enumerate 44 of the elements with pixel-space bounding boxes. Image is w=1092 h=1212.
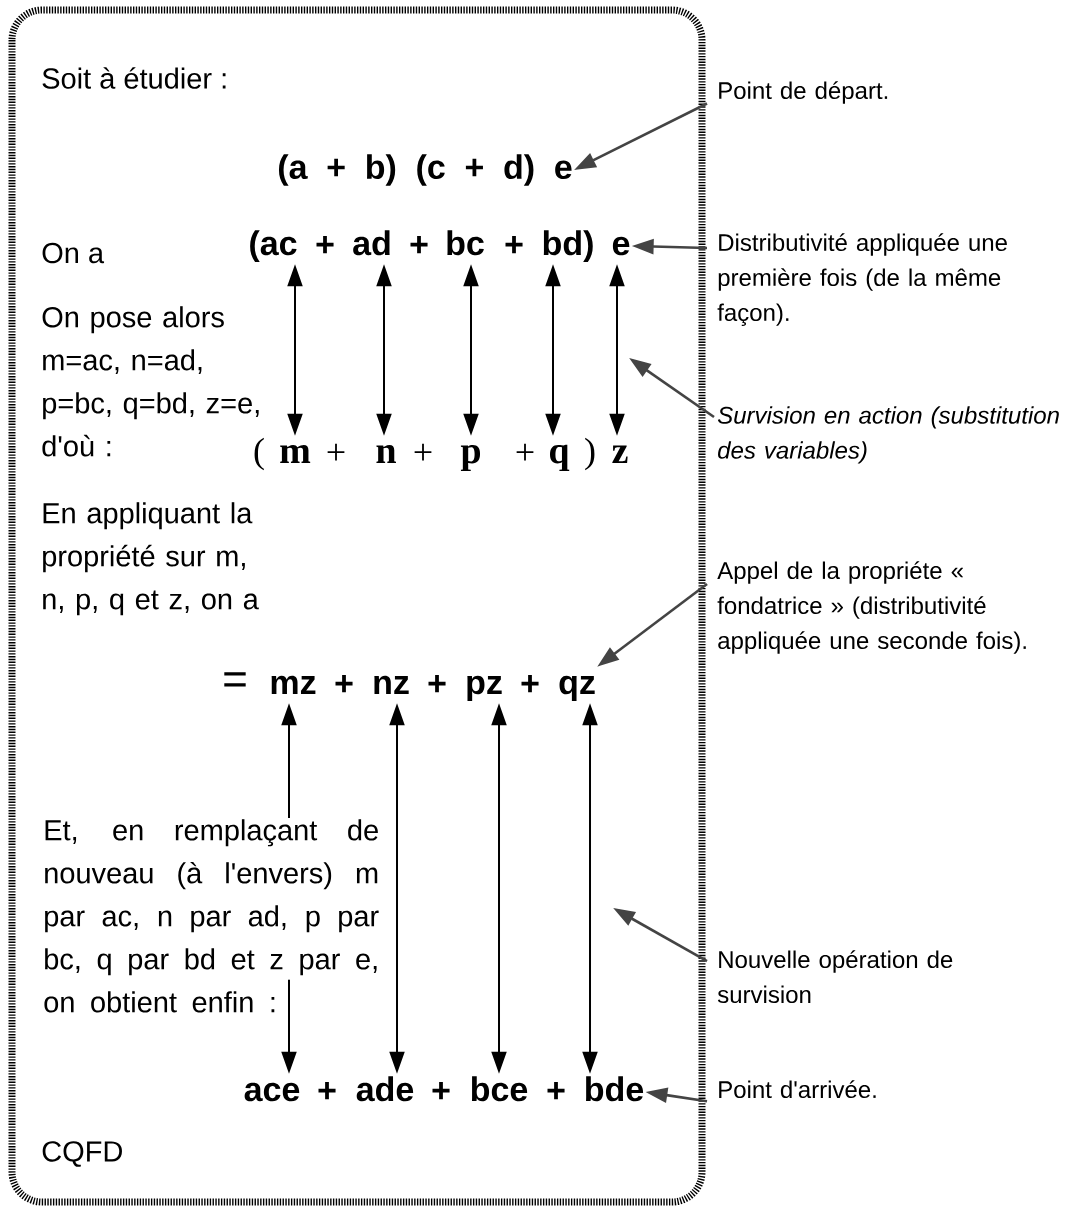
expression: (a + b) (c + d) e <box>278 154 572 186</box>
math-term: m <box>280 445 311 463</box>
plus-sign: + <box>327 443 345 461</box>
math-term: bd) <box>543 230 593 263</box>
plus-sign: + <box>318 1082 336 1100</box>
annotation-text: Appel de la propriéte « fondatrice » (distributivité appliquée une seconde fois). <box>717 561 1026 654</box>
paragraph: En appliquant la propriété sur m, n, p, q et z, on a <box>43 502 259 616</box>
text: On a <box>42 242 105 264</box>
math-term: (ac <box>250 230 297 263</box>
annotation-text: Survision en action (substitution des variables) <box>717 406 1059 464</box>
math-term: bde <box>586 1076 644 1102</box>
math-term: pz <box>467 675 502 702</box>
plus-sign: + <box>316 236 334 254</box>
equals-sign: = <box>224 672 246 687</box>
plus-sign: + <box>505 236 523 254</box>
math-term: ad <box>353 230 390 256</box>
plus-sign: + <box>516 443 534 461</box>
annotation-text: Nouvelle opération de survision <box>717 950 953 1004</box>
plus-sign: + <box>410 236 428 254</box>
math-term: n <box>376 445 396 463</box>
math-term: ace <box>244 1082 300 1102</box>
math-term: nz <box>374 675 409 694</box>
plus-sign: + <box>521 675 539 693</box>
annotation-text: Distributivité appliquée une première fois (de la même façon). <box>717 233 1007 326</box>
math-term: q <box>550 444 570 472</box>
math-term: bc <box>447 230 484 256</box>
annotation-text: Point d'arrivée. <box>719 1080 876 1099</box>
plus-sign: + <box>414 443 432 461</box>
math-term: bce <box>471 1076 528 1102</box>
math-term: qz <box>559 675 595 702</box>
math-term: z <box>612 445 628 463</box>
plus-sign: + <box>432 1082 450 1100</box>
plus-sign: + <box>335 675 353 693</box>
plus-sign: + <box>428 675 446 693</box>
annotation-text: Point de départ. <box>719 81 888 104</box>
math-term: ade <box>356 1076 414 1102</box>
plus-sign: + <box>547 1082 565 1100</box>
math-term: mz <box>271 675 316 694</box>
math-term: e <box>612 236 630 256</box>
text: CQFD <box>42 1141 122 1167</box>
parenthesis: ) <box>585 437 595 471</box>
math-term: p <box>460 445 481 472</box>
text: Soit à étudier : <box>42 67 226 89</box>
paragraph: Et, en remplaçant de nouveau (à l'envers) m par ac, n par ad, p par bc, q par bd et z par e, on obtient enfin : <box>44 819 379 1013</box>
